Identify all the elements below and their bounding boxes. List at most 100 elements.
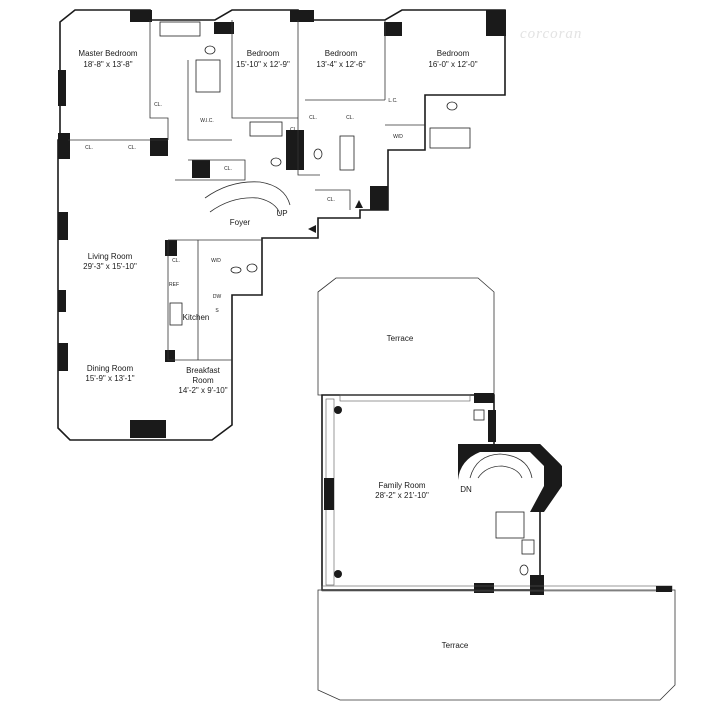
terrace-upper-outline <box>317 277 495 396</box>
wall-block <box>58 343 68 371</box>
closet-label: CL. <box>327 197 335 203</box>
sink-label: S <box>215 308 219 314</box>
wall-block <box>58 70 66 106</box>
bedroom-4-label: Bedroom <box>437 49 470 58</box>
toilet <box>519 564 529 576</box>
living-room-dims: 29'-3" x 15'-10" <box>83 262 137 271</box>
wall-block <box>192 160 210 178</box>
family-room-outline <box>321 394 561 591</box>
foyer-label: Foyer <box>230 218 251 227</box>
closet-label: CL. <box>128 145 136 151</box>
wall-block <box>384 22 402 36</box>
closet-label: CL. <box>85 145 93 151</box>
interior-wall <box>187 60 232 141</box>
wall-block <box>486 10 506 36</box>
upper-level <box>57 9 506 441</box>
closet-label: CL. <box>224 166 232 172</box>
wall-block <box>130 10 152 22</box>
interior-wall <box>149 20 169 140</box>
master-bedroom-label: Master Bedroom <box>78 49 137 58</box>
closet-label: CL. <box>309 115 317 121</box>
lower-level <box>317 277 676 701</box>
wall-block <box>290 10 314 22</box>
interior-wall <box>231 20 298 119</box>
bedroom-3-label: Bedroom <box>325 49 358 58</box>
wall-block <box>58 290 66 312</box>
column <box>334 406 342 414</box>
staircase <box>209 197 281 215</box>
dishwasher-label: DW <box>213 294 222 300</box>
wall-block <box>488 410 496 442</box>
wall-block <box>214 22 234 34</box>
entry-arrow-icon <box>355 200 363 208</box>
wall-block <box>370 186 388 210</box>
toilet <box>313 148 323 160</box>
shower <box>195 59 221 93</box>
closet-label: CL. <box>172 258 180 264</box>
dining-room-label: Dining Room <box>87 364 134 373</box>
entry-arrow-icon <box>308 225 316 233</box>
bedroom-2-label: Bedroom <box>247 49 280 58</box>
living-room-label: Living Room <box>88 252 133 261</box>
bedroom-2-dims: 15'-10" x 12'-9" <box>236 60 290 69</box>
terrace-lower-outline <box>317 589 676 701</box>
shower <box>495 511 525 539</box>
staircase <box>477 465 523 479</box>
sink <box>230 266 242 274</box>
staircase <box>469 453 533 479</box>
wall-block <box>474 393 494 403</box>
breakfast-room-label: Breakfast <box>186 366 221 375</box>
bedroom-3-dims: 13'-4" x 12'-6" <box>316 60 365 69</box>
watermark-logo: corcoran <box>520 26 582 42</box>
toilet <box>204 45 216 55</box>
toilet <box>246 263 258 273</box>
washer-dryer-label: W/D <box>393 134 403 140</box>
interior-wall <box>167 240 232 361</box>
dining-room-dims: 15'-9" x 13'-1" <box>85 374 134 383</box>
washer-dryer-label: W/D <box>211 258 221 264</box>
closet-label: CL. <box>154 102 162 108</box>
linen-closet-label: L.C. <box>388 98 397 104</box>
sink <box>521 539 535 555</box>
breakfast-room-label-2: Room <box>192 376 214 385</box>
bedroom-4-dims: 16'-0" x 12'-0" <box>428 60 477 69</box>
wall-block <box>58 133 70 159</box>
terrace-lower-label: Terrace <box>442 641 469 650</box>
wall-block <box>324 478 334 510</box>
wall-block <box>165 350 175 362</box>
walk-in-closet-label: W.I.C. <box>200 118 214 124</box>
bathtub <box>339 135 355 171</box>
interior-wall <box>315 189 351 210</box>
wall-block <box>286 130 304 170</box>
interior-wall <box>297 20 320 176</box>
wall-block <box>130 420 166 438</box>
closet-label: CL. <box>346 115 354 121</box>
wall-block <box>150 138 168 156</box>
family-room-label: Family Room <box>378 481 425 490</box>
family-room-dims: 28'-2" x 21'-10" <box>375 491 429 500</box>
shower <box>429 127 471 149</box>
master-bedroom-dims: 18'-8" x 13'-8" <box>83 60 132 69</box>
bathtub <box>159 21 201 37</box>
wall-block <box>474 583 494 593</box>
sink <box>169 302 183 326</box>
refrigerator-label: REF <box>169 282 179 288</box>
wall-block <box>58 212 68 240</box>
exterior-wall <box>57 9 506 441</box>
window-strip <box>339 394 471 402</box>
toilet <box>446 101 458 111</box>
wall-block <box>530 575 544 595</box>
closet-label: CL. <box>290 127 298 133</box>
terrace-upper-label: Terrace <box>387 334 414 343</box>
stair-wall <box>458 444 562 512</box>
interior-wall <box>175 159 246 181</box>
bathtub <box>249 121 283 137</box>
kitchen-label: Kitchen <box>183 313 210 322</box>
toilet <box>270 157 282 167</box>
breakfast-room-dims: 14'-2" x 9'-10" <box>178 386 227 395</box>
stairs-down-label: DN <box>460 485 472 494</box>
wall-block <box>656 586 672 592</box>
staircase <box>204 181 291 206</box>
wall-block <box>165 240 177 256</box>
